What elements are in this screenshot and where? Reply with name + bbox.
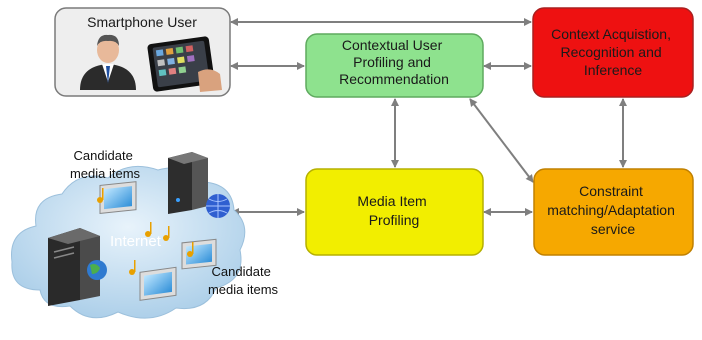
smartphone-user-label: Smartphone User — [87, 14, 197, 30]
internet-cloud-icon: Internet — [11, 152, 246, 319]
candidate-media-top-label: Candidate media items — [70, 148, 141, 181]
context-label: Context Acquistion, Recognition and Infe… — [551, 26, 675, 78]
constraint-box: Constraint matching/Adaptation service — [533, 168, 694, 256]
globe-icon — [87, 260, 107, 280]
candidate-media-bottom-label: Candidate media items — [208, 264, 279, 297]
media-profiling-label: Media Item Profiling — [357, 193, 430, 228]
constraint-label: Constraint matching/Adaptation service — [547, 183, 679, 237]
monitor-icon — [181, 238, 217, 270]
server-icon — [168, 152, 208, 214]
user-avatar-icon — [80, 34, 136, 90]
music-note-icon — [97, 188, 194, 275]
context-box: Context Acquistion, Recognition and Infe… — [532, 7, 694, 98]
profiling-label: Contextual User Profiling and Recommenda… — [339, 37, 449, 87]
monitor-icon — [139, 266, 177, 301]
tablet-icon — [147, 36, 222, 92]
arrow-profiling-to-constraint — [469, 98, 534, 183]
smartphone-user-box: Smartphone User — [54, 7, 231, 97]
media-profiling-box: Media Item Profiling — [305, 168, 484, 256]
server-icon — [48, 228, 100, 306]
connector-arrows — [230, 18, 627, 216]
profiling-box: Contextual User Profiling and Recommenda… — [305, 33, 484, 98]
monitor-icon — [99, 181, 137, 215]
internet-label: Internet — [110, 233, 162, 250]
globe-icon — [206, 194, 230, 218]
